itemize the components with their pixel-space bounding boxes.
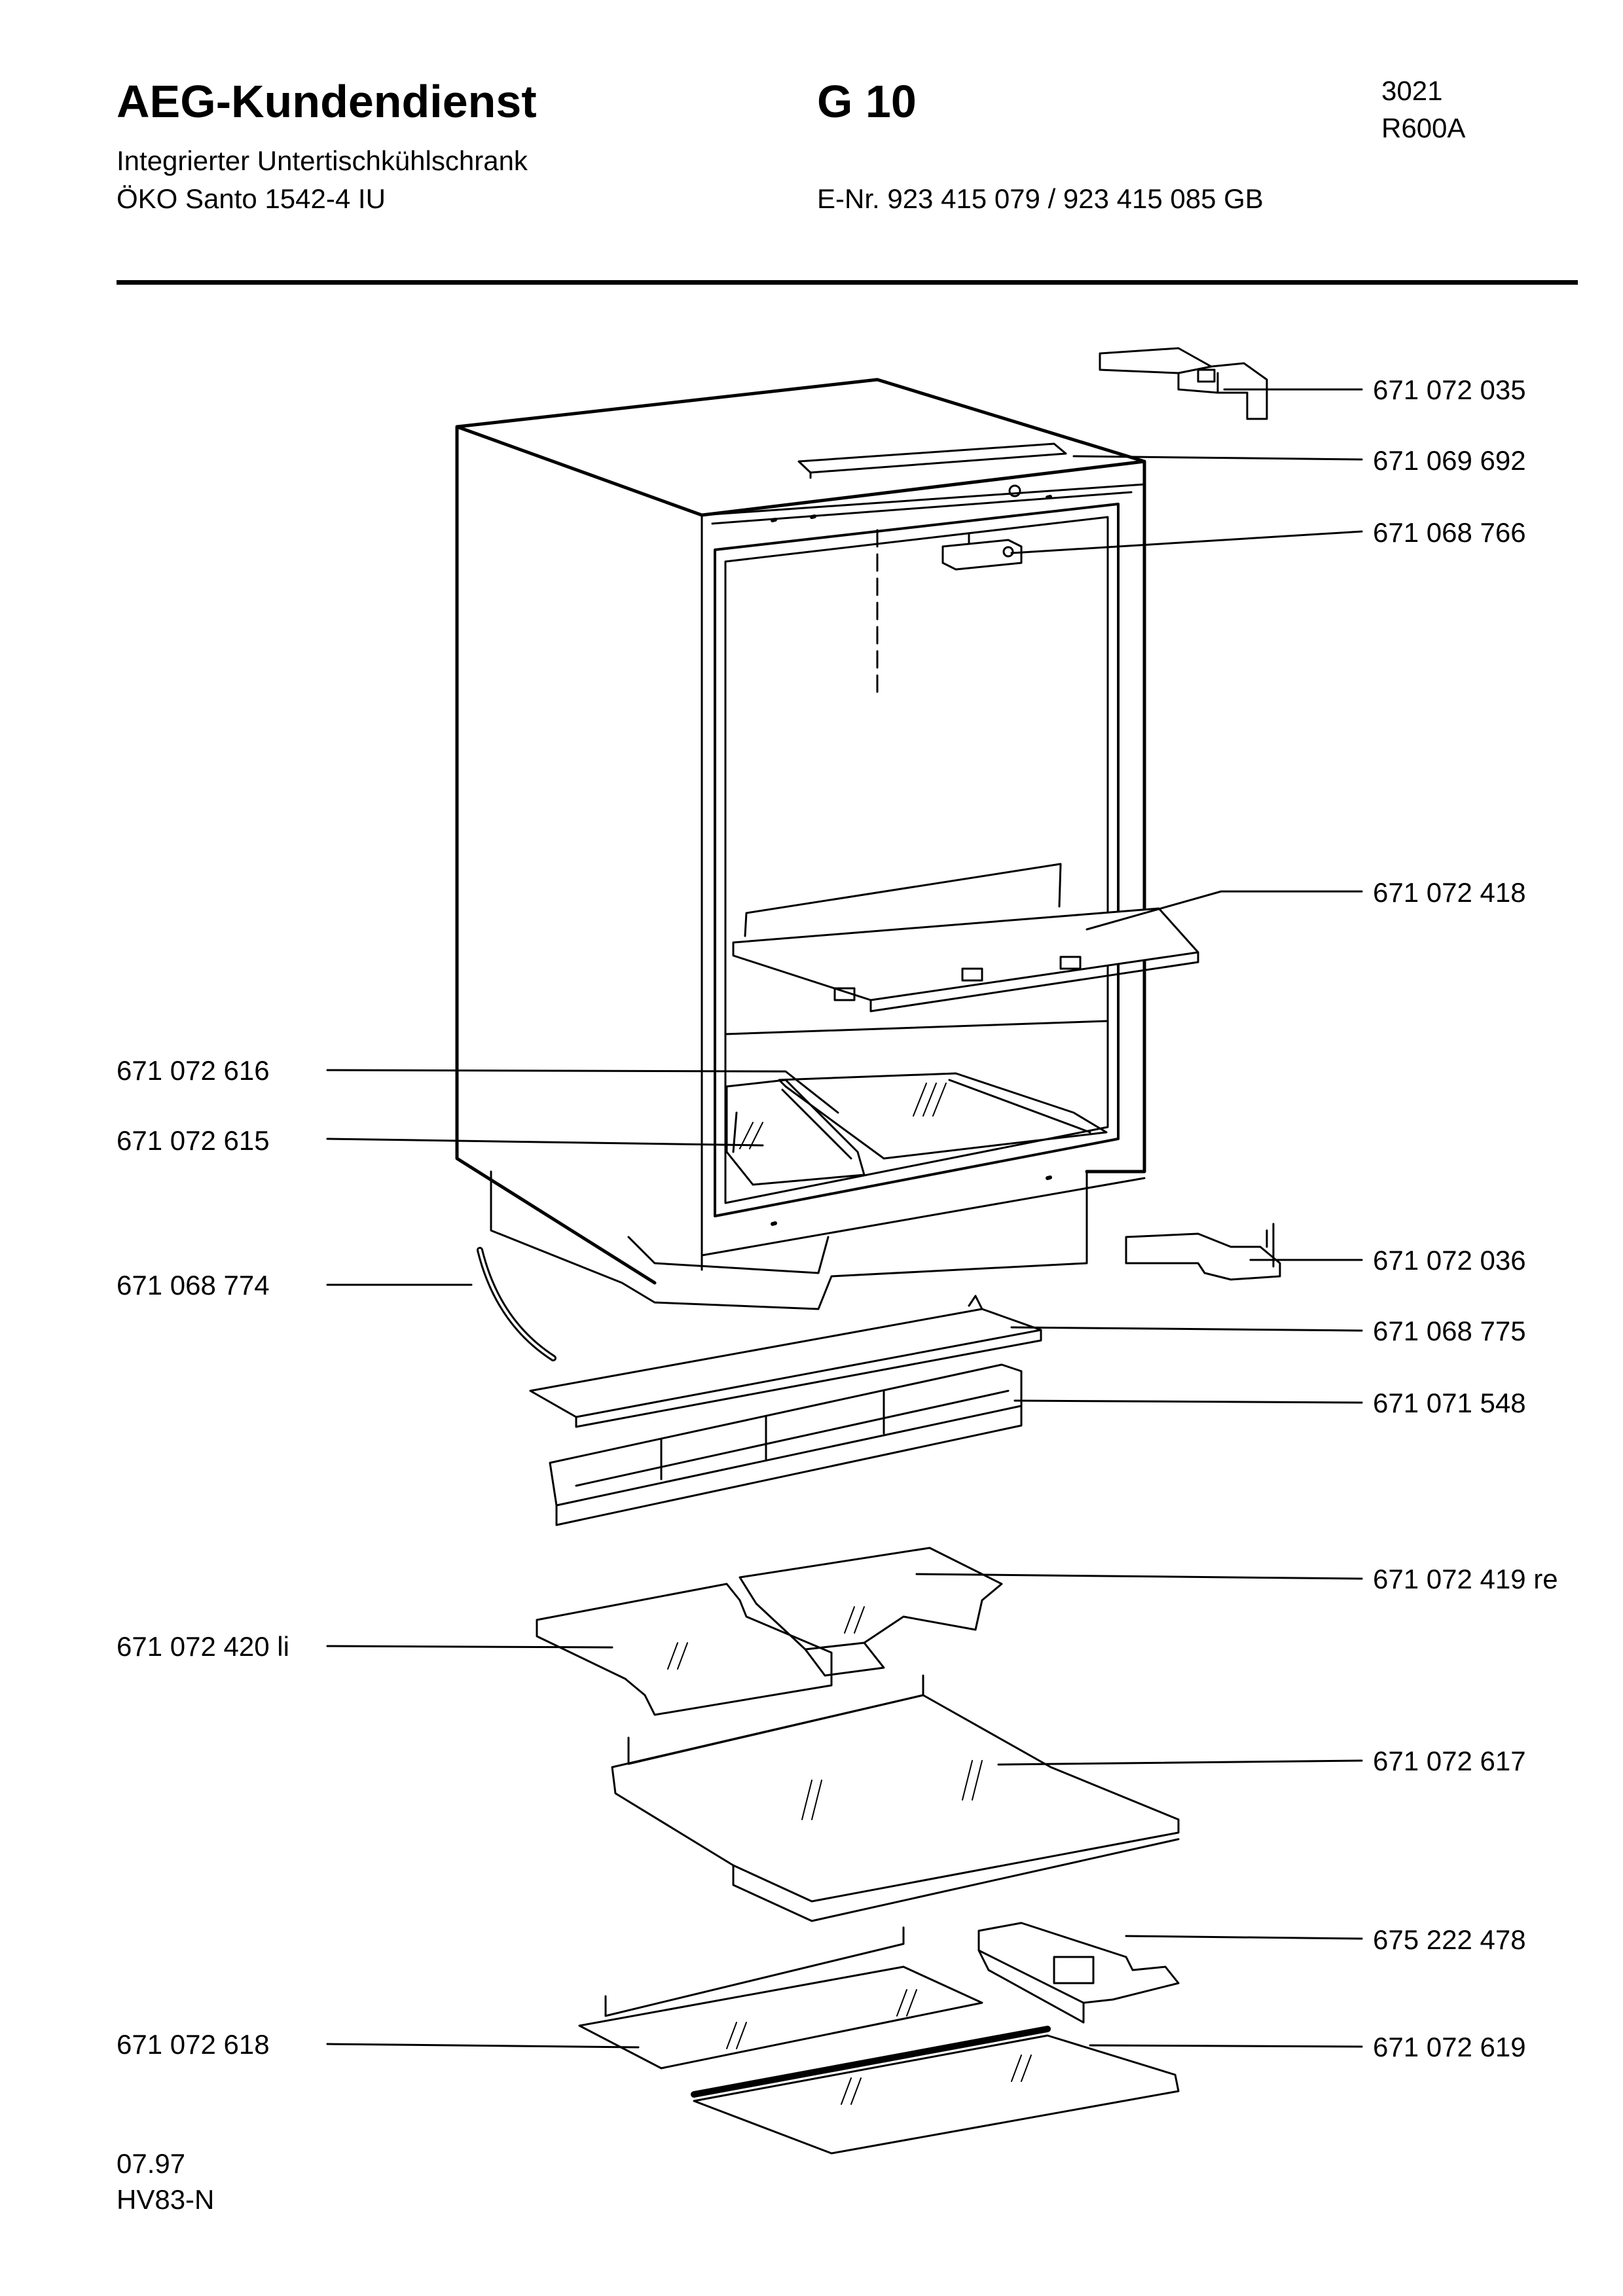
part-label-door-shelf-left: 671 072 420 li xyxy=(117,1631,289,1662)
part-label-vent-cover: 671 068 775 xyxy=(1373,1316,1526,1346)
leader-lines-right xyxy=(917,389,1362,2047)
brand-title: AEG-Kundendienst xyxy=(117,76,537,127)
glass-insert-large xyxy=(612,1676,1178,1921)
footer-date: 07.97 xyxy=(117,2148,186,2179)
leader-lines-left xyxy=(327,1070,838,2047)
part-label-handle-strip: 671 069 692 xyxy=(1373,445,1526,476)
product-name: ÖKO Santo 1542-4 IU xyxy=(117,183,386,214)
footer-doc-code: HV83-N xyxy=(117,2184,215,2215)
hinge-top xyxy=(1100,348,1267,419)
egg-tray xyxy=(979,1923,1178,2022)
part-label-hinge-bottom: 671 072 036 xyxy=(1373,1245,1526,1276)
part-label-lamp-holder: 671 068 766 xyxy=(1373,517,1526,548)
drain-hose xyxy=(480,1250,553,1358)
glass-hatching xyxy=(668,1083,1031,2104)
part-label-drain-hose: 671 068 774 xyxy=(117,1270,270,1300)
part-label-hinge-top: 671 072 035 xyxy=(1373,374,1526,405)
part-label-kick-plate: 671 071 548 xyxy=(1373,1388,1526,1418)
document-code: 3021 xyxy=(1381,75,1443,106)
part-label-glass-bottom: 671 072 619 xyxy=(1373,2032,1526,2062)
part-label-egg-tray: 675 222 478 xyxy=(1373,1924,1526,1955)
hinge-bottom xyxy=(1126,1224,1280,1280)
refrigerant-code: R600A xyxy=(1381,113,1466,143)
glass-shelf xyxy=(733,864,1198,1011)
handle-strip xyxy=(799,444,1066,496)
part-label-crisper-right: 671 072 616 xyxy=(117,1055,270,1086)
part-label-glass-insert: 671 072 617 xyxy=(1373,1746,1526,1776)
appliance-type: Integrierter Untertischkühlschrank xyxy=(117,145,528,176)
part-label-glass-shelf: 671 072 418 xyxy=(1373,877,1526,908)
crisper-drawers xyxy=(727,1073,1106,1185)
lamp-holder xyxy=(943,533,1021,569)
cabinet-body xyxy=(457,380,1144,1309)
part-label-door-shelf-right: 671 072 419 re xyxy=(1373,1564,1558,1594)
header-divider xyxy=(117,280,1578,285)
model-number: G 10 xyxy=(817,76,917,127)
part-label-crisper-left: 671 072 615 xyxy=(117,1125,270,1156)
glass-shelf-bottom xyxy=(579,1928,1178,2153)
part-label-shelf-bottom: 671 072 618 xyxy=(117,2029,270,2060)
enr-numbers: E-Nr. 923 415 079 / 923 415 085 GB xyxy=(817,183,1264,214)
kick-plate xyxy=(550,1365,1021,1525)
vent-cover xyxy=(530,1296,1041,1427)
door-shelves-top xyxy=(537,1548,1002,1715)
